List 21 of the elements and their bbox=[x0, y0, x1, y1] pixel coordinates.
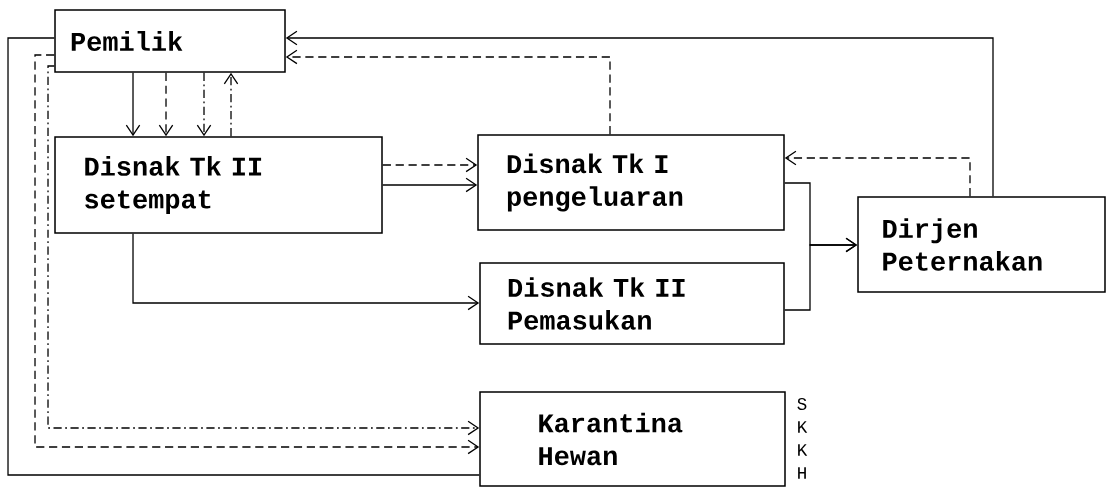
arrow bbox=[382, 177, 478, 193]
arrow bbox=[285, 30, 994, 197]
arrow bbox=[784, 150, 971, 197]
arrow bbox=[285, 49, 611, 135]
process-box: Dirjen Peternakan bbox=[857, 196, 1106, 293]
side-letter: K bbox=[798, 444, 808, 456]
process-box: Karantina Hewan bbox=[479, 391, 786, 487]
arrow bbox=[196, 72, 212, 137]
process-box: Disnak Tk II setempat bbox=[54, 136, 383, 234]
arrow bbox=[784, 237, 858, 311]
side-letter: K bbox=[798, 421, 808, 433]
arrow bbox=[132, 233, 480, 311]
arrow bbox=[223, 72, 239, 137]
arrow bbox=[125, 72, 141, 137]
arrow bbox=[382, 157, 478, 173]
side-letter: H bbox=[798, 467, 806, 479]
process-box: Pemilik bbox=[54, 9, 286, 73]
side-letter: S bbox=[797, 398, 807, 410]
arrow bbox=[158, 72, 174, 137]
process-box: Disnak Tk II Pemasukan bbox=[479, 262, 785, 345]
process-box: Disnak Tk I pengeluaran bbox=[477, 134, 785, 231]
